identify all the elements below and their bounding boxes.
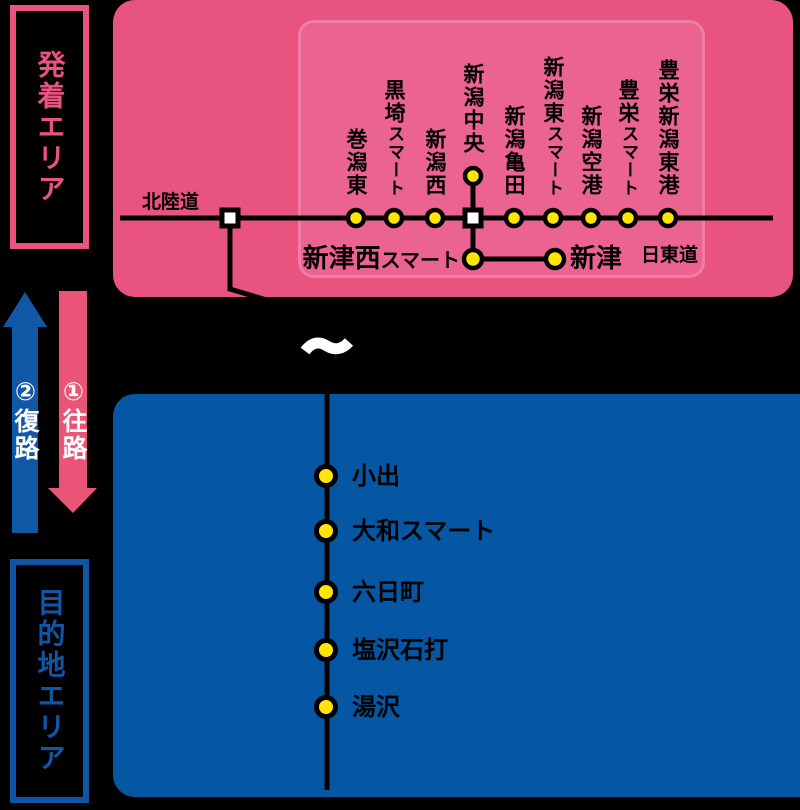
station-label: 新潟亀田 — [501, 105, 527, 197]
station-label: 巻潟東 — [343, 128, 369, 197]
destination-area-label: 目的地エリア — [33, 588, 67, 774]
departure-highlight-region — [298, 20, 705, 278]
station-label: 大和スマート — [352, 517, 496, 545]
station-label: 塩沢石打 — [352, 636, 448, 664]
station-name: 新潟東 — [541, 56, 565, 125]
station-name: 新潟亀田 — [502, 105, 526, 197]
station-label: 新潟空港 — [578, 105, 604, 197]
outbound-arrow — [48, 291, 97, 513]
station-suffix: スマート — [618, 125, 638, 197]
outbound-arrow-label: ①往路 — [59, 377, 88, 462]
station-name: 巻潟東 — [344, 128, 368, 197]
station-dot-niitsu-nishi — [461, 247, 485, 271]
chuo-junction-square — [462, 207, 484, 229]
return-arrow-label: ②復路 — [11, 377, 40, 462]
station-dot — [424, 207, 446, 229]
station-dot — [345, 207, 367, 229]
connector-line — [227, 218, 330, 790]
station-label: 新潟中央 — [460, 63, 486, 155]
destination-area-region — [113, 394, 800, 797]
station-name: 黒埼 — [382, 79, 406, 125]
station-dot — [314, 519, 338, 543]
station-name: 新潟中央 — [461, 63, 485, 155]
road-label-nitto: 日東道 — [641, 244, 699, 266]
departure-area-label: 発着エリア — [33, 49, 67, 205]
station-dot-niitsu — [543, 247, 567, 271]
station-name: 豊栄新潟東港 — [656, 59, 680, 197]
station-name: 豊栄 — [616, 79, 640, 125]
station-suffix: スマート — [543, 125, 563, 197]
return-arrow — [3, 292, 47, 533]
station-dot — [314, 580, 338, 604]
station-name: 新潟空港 — [579, 105, 603, 197]
station-label: 豊栄スマート — [615, 79, 641, 197]
destination-area-label-box: 目的地エリア — [10, 559, 89, 803]
station-label: 黒埼スマート — [381, 79, 407, 197]
station-label: 湯沢 — [352, 693, 400, 721]
station-dot — [503, 207, 525, 229]
hokuriku-junction-square — [219, 207, 241, 229]
station-label: 新潟東スマート — [540, 56, 566, 197]
station-dot — [314, 695, 338, 719]
break-tilde — [300, 337, 354, 355]
station-label: 新潟西 — [422, 128, 448, 197]
station-dot — [383, 207, 405, 229]
station-dot — [580, 207, 602, 229]
station-label: 六日町 — [352, 578, 424, 606]
station-dot — [657, 207, 679, 229]
station-dot — [617, 207, 639, 229]
station-name: 新潟西 — [423, 128, 447, 197]
station-dot — [542, 207, 564, 229]
station-label-niitsu: 新津 — [570, 244, 623, 274]
station-dot — [314, 638, 338, 662]
station-label: 豊栄新潟東港 — [655, 59, 681, 197]
station-dot — [314, 464, 338, 488]
departure-area-label-box: 発着エリア — [10, 5, 89, 249]
station-label-niitsu-nishi: 新津西スマート — [302, 244, 460, 274]
station-suffix: スマート — [384, 125, 404, 197]
station-label: 小出 — [352, 462, 400, 490]
station-dot — [462, 165, 484, 187]
road-label-hokuriku: 北陸道 — [142, 191, 200, 213]
